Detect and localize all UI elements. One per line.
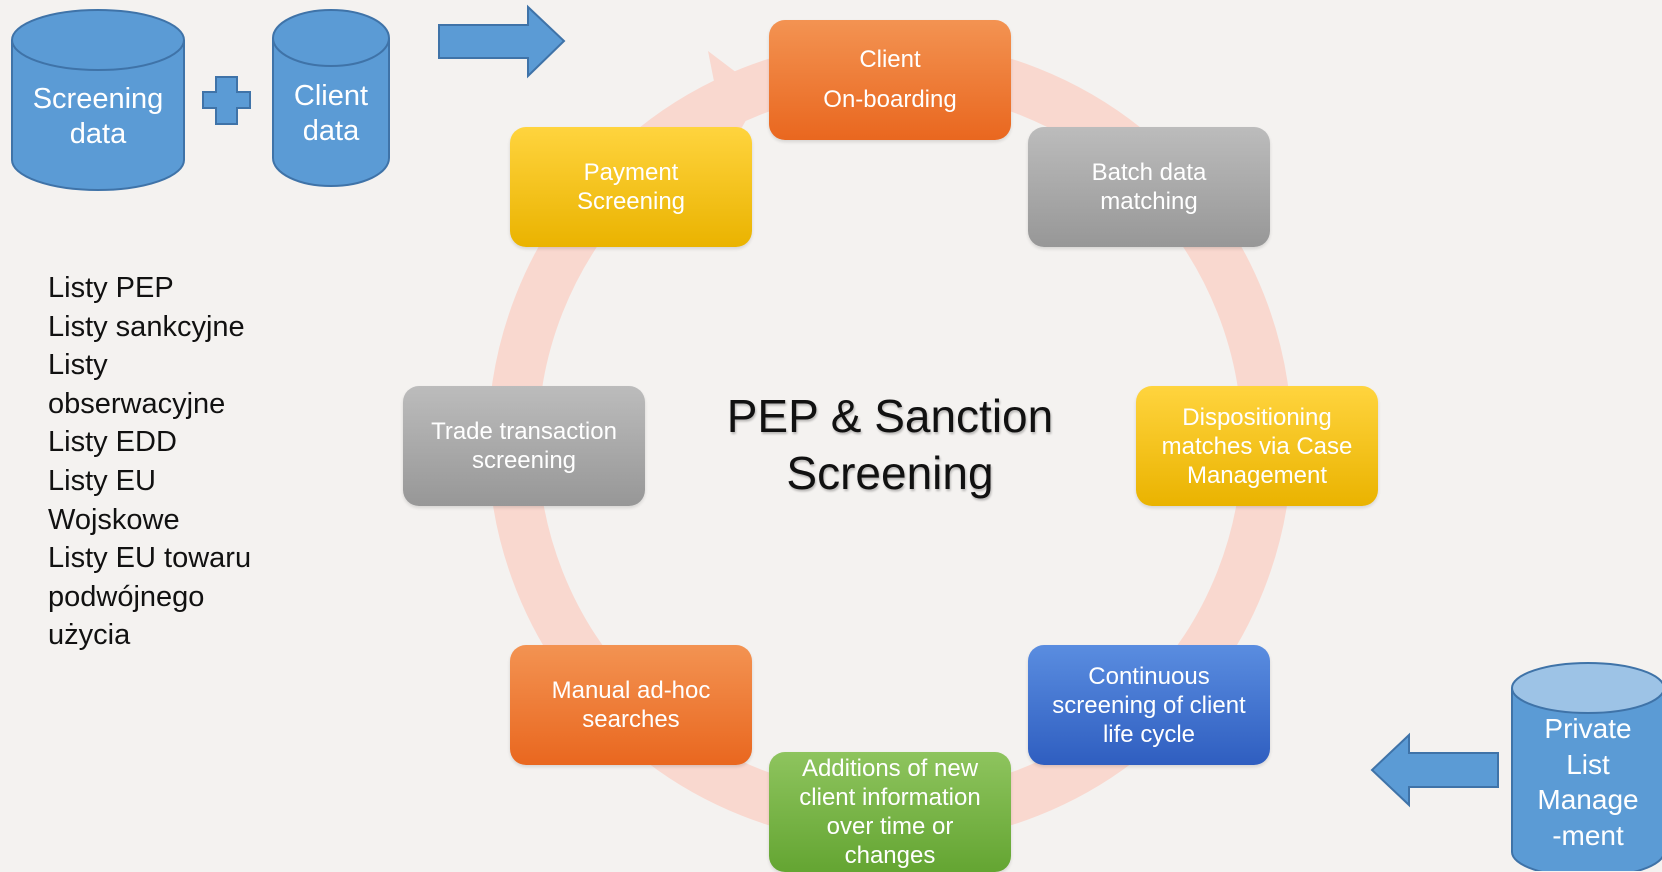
node-client-onboarding-label: Client On-boarding bbox=[823, 46, 957, 113]
screening-data-label: Screening data bbox=[32, 83, 164, 150]
diagram-title: PEP & Sanction Screening bbox=[726, 390, 1054, 499]
list-item: Listy sankcyjne bbox=[48, 310, 245, 343]
node-continuous-screening: Continuous screening of client life cycl… bbox=[1028, 645, 1270, 765]
node-client-onboarding: Client On-boarding bbox=[769, 20, 1011, 140]
list-item: Listy bbox=[48, 349, 108, 382]
client-data-label: Client data bbox=[293, 80, 369, 147]
client-data-cylinder bbox=[272, 9, 390, 187]
list-item: Listy EDD bbox=[48, 426, 177, 459]
left-arrow-icon bbox=[1370, 732, 1499, 808]
node-payment-screening: Payment Screening bbox=[510, 127, 752, 247]
list-item: Wojskowe bbox=[48, 503, 180, 536]
node-additions-client-information-label: Additions of new client information over… bbox=[799, 755, 981, 869]
node-dispositioning-matches-label: Dispositioning matches via Case Manageme… bbox=[1161, 403, 1353, 489]
list-item: podwójnego bbox=[48, 580, 205, 613]
node-batch-data-matching: Batch data matching bbox=[1028, 127, 1270, 247]
private-list-cylinder bbox=[1511, 662, 1662, 871]
private-list-label: Private List Manage -ment bbox=[1537, 713, 1639, 851]
node-trade-transaction-screening: Trade transaction screening bbox=[403, 386, 645, 506]
list-item: obserwacyjne bbox=[48, 387, 226, 420]
node-manual-adhoc-searches: Manual ad-hoc searches bbox=[510, 645, 752, 765]
screening-data-cylinder bbox=[11, 9, 185, 191]
node-continuous-screening-label: Continuous screening of client life cycl… bbox=[1052, 662, 1246, 748]
list-item: Listy EU towaru bbox=[48, 542, 252, 575]
list-item: Listy PEP bbox=[48, 272, 174, 304]
right-arrow-icon bbox=[438, 4, 566, 79]
screening-lists: Listy PEP Listy sankcyjne Listy obserwac… bbox=[48, 269, 308, 655]
node-manual-adhoc-searches-label: Manual ad-hoc searches bbox=[551, 677, 711, 733]
node-additions-client-information: Additions of new client information over… bbox=[769, 752, 1011, 872]
node-trade-transaction-screening-label: Trade transaction screening bbox=[431, 418, 617, 474]
node-payment-screening-label: Payment Screening bbox=[576, 159, 686, 215]
node-batch-data-matching-label: Batch data matching bbox=[1091, 159, 1207, 215]
list-item: użycia bbox=[48, 619, 131, 652]
list-item: Listy EU bbox=[48, 464, 156, 497]
plus-icon bbox=[202, 76, 251, 125]
cycle-ring-arrowhead bbox=[708, 51, 762, 152]
node-dispositioning-matches: Dispositioning matches via Case Manageme… bbox=[1136, 386, 1378, 506]
